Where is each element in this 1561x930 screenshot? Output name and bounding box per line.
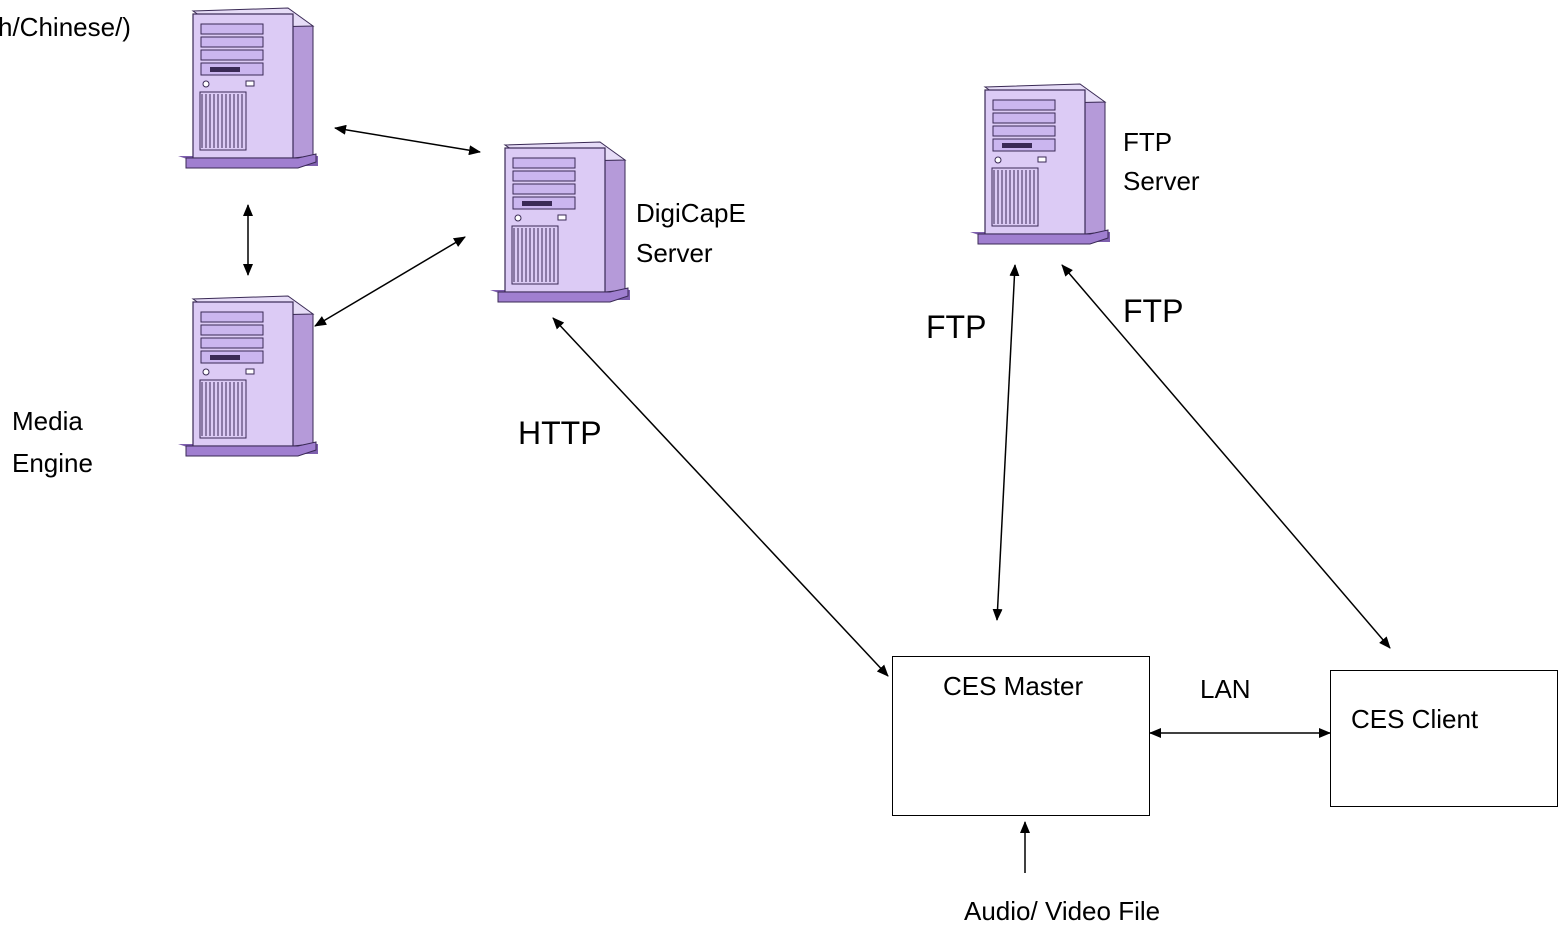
ftp-server-label-line2: Server bbox=[1123, 166, 1200, 196]
ftp-server-label-line1: FTP bbox=[1123, 127, 1173, 157]
ftp-right-label: FTP bbox=[1123, 293, 1184, 329]
audio-video-label: Audio/ Video File bbox=[964, 896, 1161, 926]
server-tower-icon bbox=[177, 7, 319, 169]
digicape-label-line2: Server bbox=[636, 238, 713, 268]
digicape-label-line1: DigiCapE bbox=[636, 198, 746, 228]
ces-client-box: CES Client bbox=[1330, 670, 1558, 807]
ces-master-label: CES Master bbox=[943, 671, 1084, 701]
link-top-server-digicape bbox=[334, 124, 481, 156]
ces-master-box: CES Master bbox=[892, 656, 1150, 816]
link-ftp-server-ces-master bbox=[992, 264, 1020, 621]
server-tower-icon bbox=[489, 141, 631, 303]
link-ftp-server-ces-client bbox=[1061, 264, 1391, 649]
link-digicape-ces-master bbox=[552, 317, 889, 677]
server-tower-icon bbox=[969, 83, 1111, 245]
server-tower-icon bbox=[177, 295, 319, 457]
media-engine-label-line2: Engine bbox=[12, 448, 93, 478]
ftp-left-label: FTP bbox=[926, 309, 987, 345]
link-media-engine-digicape bbox=[314, 236, 466, 327]
http-label: HTTP bbox=[518, 415, 602, 451]
lan-label: LAN bbox=[1200, 674, 1251, 704]
top-left-server-label: h/Chinese/) bbox=[0, 12, 131, 42]
ces-client-label: CES Client bbox=[1351, 704, 1479, 734]
media-engine-label-line1: Media bbox=[12, 406, 83, 436]
